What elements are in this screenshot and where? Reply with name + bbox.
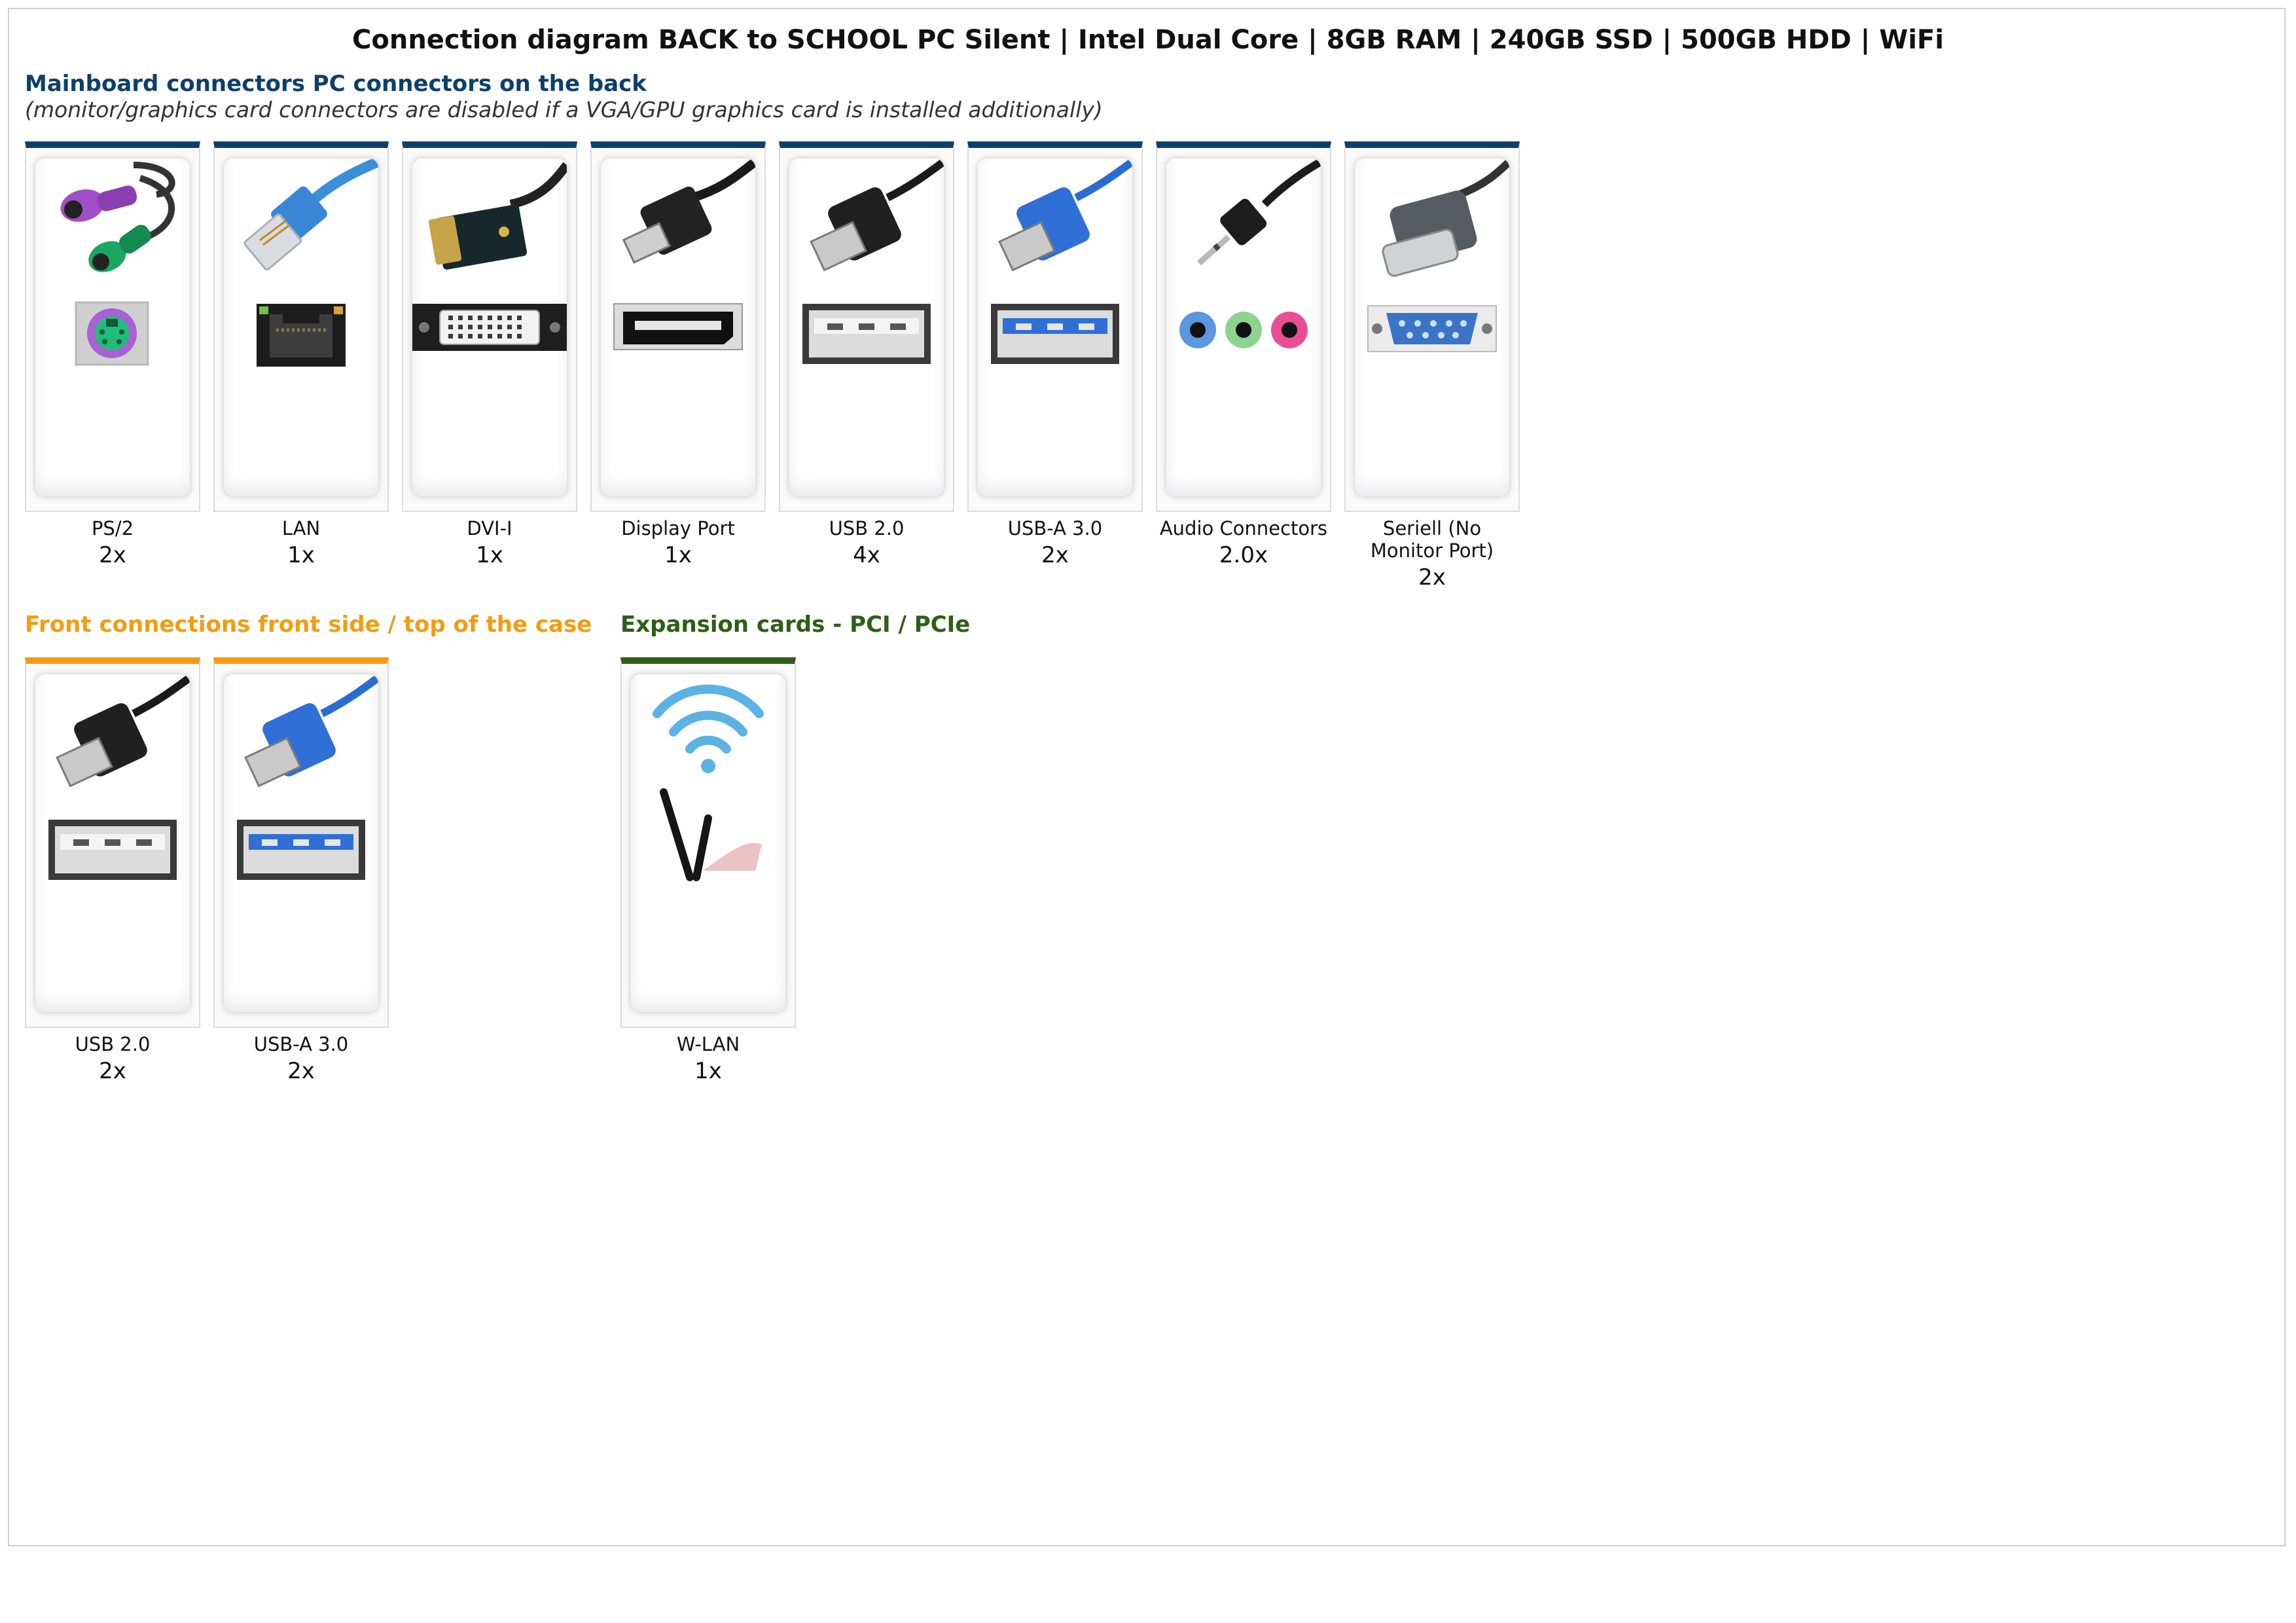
connector-count: 1x xyxy=(476,542,503,568)
serial-connector-icon xyxy=(1367,158,1509,352)
usb3-connector-icon xyxy=(237,674,378,880)
connector-count: 2x xyxy=(99,542,126,568)
card-image-frame xyxy=(1166,158,1321,496)
section-note-back: (monitor/graphics card connectors are di… xyxy=(25,97,1103,122)
usb3-connector-icon xyxy=(991,158,1132,364)
connector-card-audio xyxy=(1156,141,1331,512)
card-image-frame xyxy=(224,674,378,1012)
connector-count: 4x xyxy=(853,542,880,568)
card-image-frame xyxy=(35,158,190,496)
connector-label: USB-A 3.0 xyxy=(253,1033,349,1055)
wlan-antenna-icon xyxy=(653,684,764,881)
displayport-connector-icon xyxy=(613,158,755,350)
connector-card-usb2 xyxy=(779,141,954,512)
page-title: Connection diagram BACK to SCHOOL PC Sil… xyxy=(352,25,1944,55)
dvi-connector-icon xyxy=(412,162,567,351)
connector-count: 1x xyxy=(694,1058,722,1084)
connector-count: 1x xyxy=(287,542,315,568)
connector-label: Display Port xyxy=(621,517,735,539)
card-image-frame xyxy=(224,158,378,496)
section-title-expansion: Expansion cards - PCI / PCIe xyxy=(620,611,971,638)
connector-count: 2x xyxy=(1041,542,1069,568)
card-image-frame xyxy=(789,158,944,496)
audio-connector-icon xyxy=(1179,158,1321,348)
card-image-frame xyxy=(35,674,190,1012)
section-title-back: Mainboard connectors PC connectors on th… xyxy=(25,71,647,97)
connector-label: DVI-I xyxy=(467,517,512,539)
connector-card-ps2 xyxy=(25,141,200,512)
card-image-frame xyxy=(978,158,1132,496)
usb2-connector-icon xyxy=(48,674,190,880)
connector-count: 1x xyxy=(664,542,692,568)
connector-label: PS/2 xyxy=(91,517,134,539)
connector-card-serial xyxy=(1344,141,1520,512)
connector-label: Audio Connectors xyxy=(1159,517,1328,539)
connector-count: 2x xyxy=(1418,564,1446,591)
lan-connector-icon xyxy=(243,158,378,367)
connector-count: 2x xyxy=(99,1058,126,1084)
connector-label: Seriell (No Monitor Port) xyxy=(1370,517,1494,562)
connector-card-dvi xyxy=(402,141,577,512)
connector-label: W-LAN xyxy=(676,1033,740,1055)
connector-label: LAN xyxy=(281,517,321,539)
card-image-frame xyxy=(601,158,755,496)
connector-count: 2x xyxy=(287,1058,315,1084)
card-image-frame xyxy=(631,674,785,1012)
ps2-connector-icon xyxy=(60,162,175,366)
connector-label: USB-A 3.0 xyxy=(1007,517,1103,539)
connector-card-displayport xyxy=(590,141,766,512)
usb2-connector-icon xyxy=(802,158,944,364)
card-image-frame xyxy=(412,158,567,496)
connector-card-lan xyxy=(213,141,389,512)
section-title-front: Front connections front side / top of th… xyxy=(25,611,592,638)
connector-label: USB 2.0 xyxy=(829,517,905,539)
connector-card-usb3 xyxy=(967,141,1143,512)
card-image-frame xyxy=(1355,158,1509,496)
connector-card-wlan xyxy=(620,657,796,1028)
connector-card-front-usb2 xyxy=(25,657,200,1028)
connector-label: USB 2.0 xyxy=(75,1033,151,1055)
connector-count: 2.0x xyxy=(1219,542,1268,568)
connector-card-front-usb3 xyxy=(213,657,389,1028)
